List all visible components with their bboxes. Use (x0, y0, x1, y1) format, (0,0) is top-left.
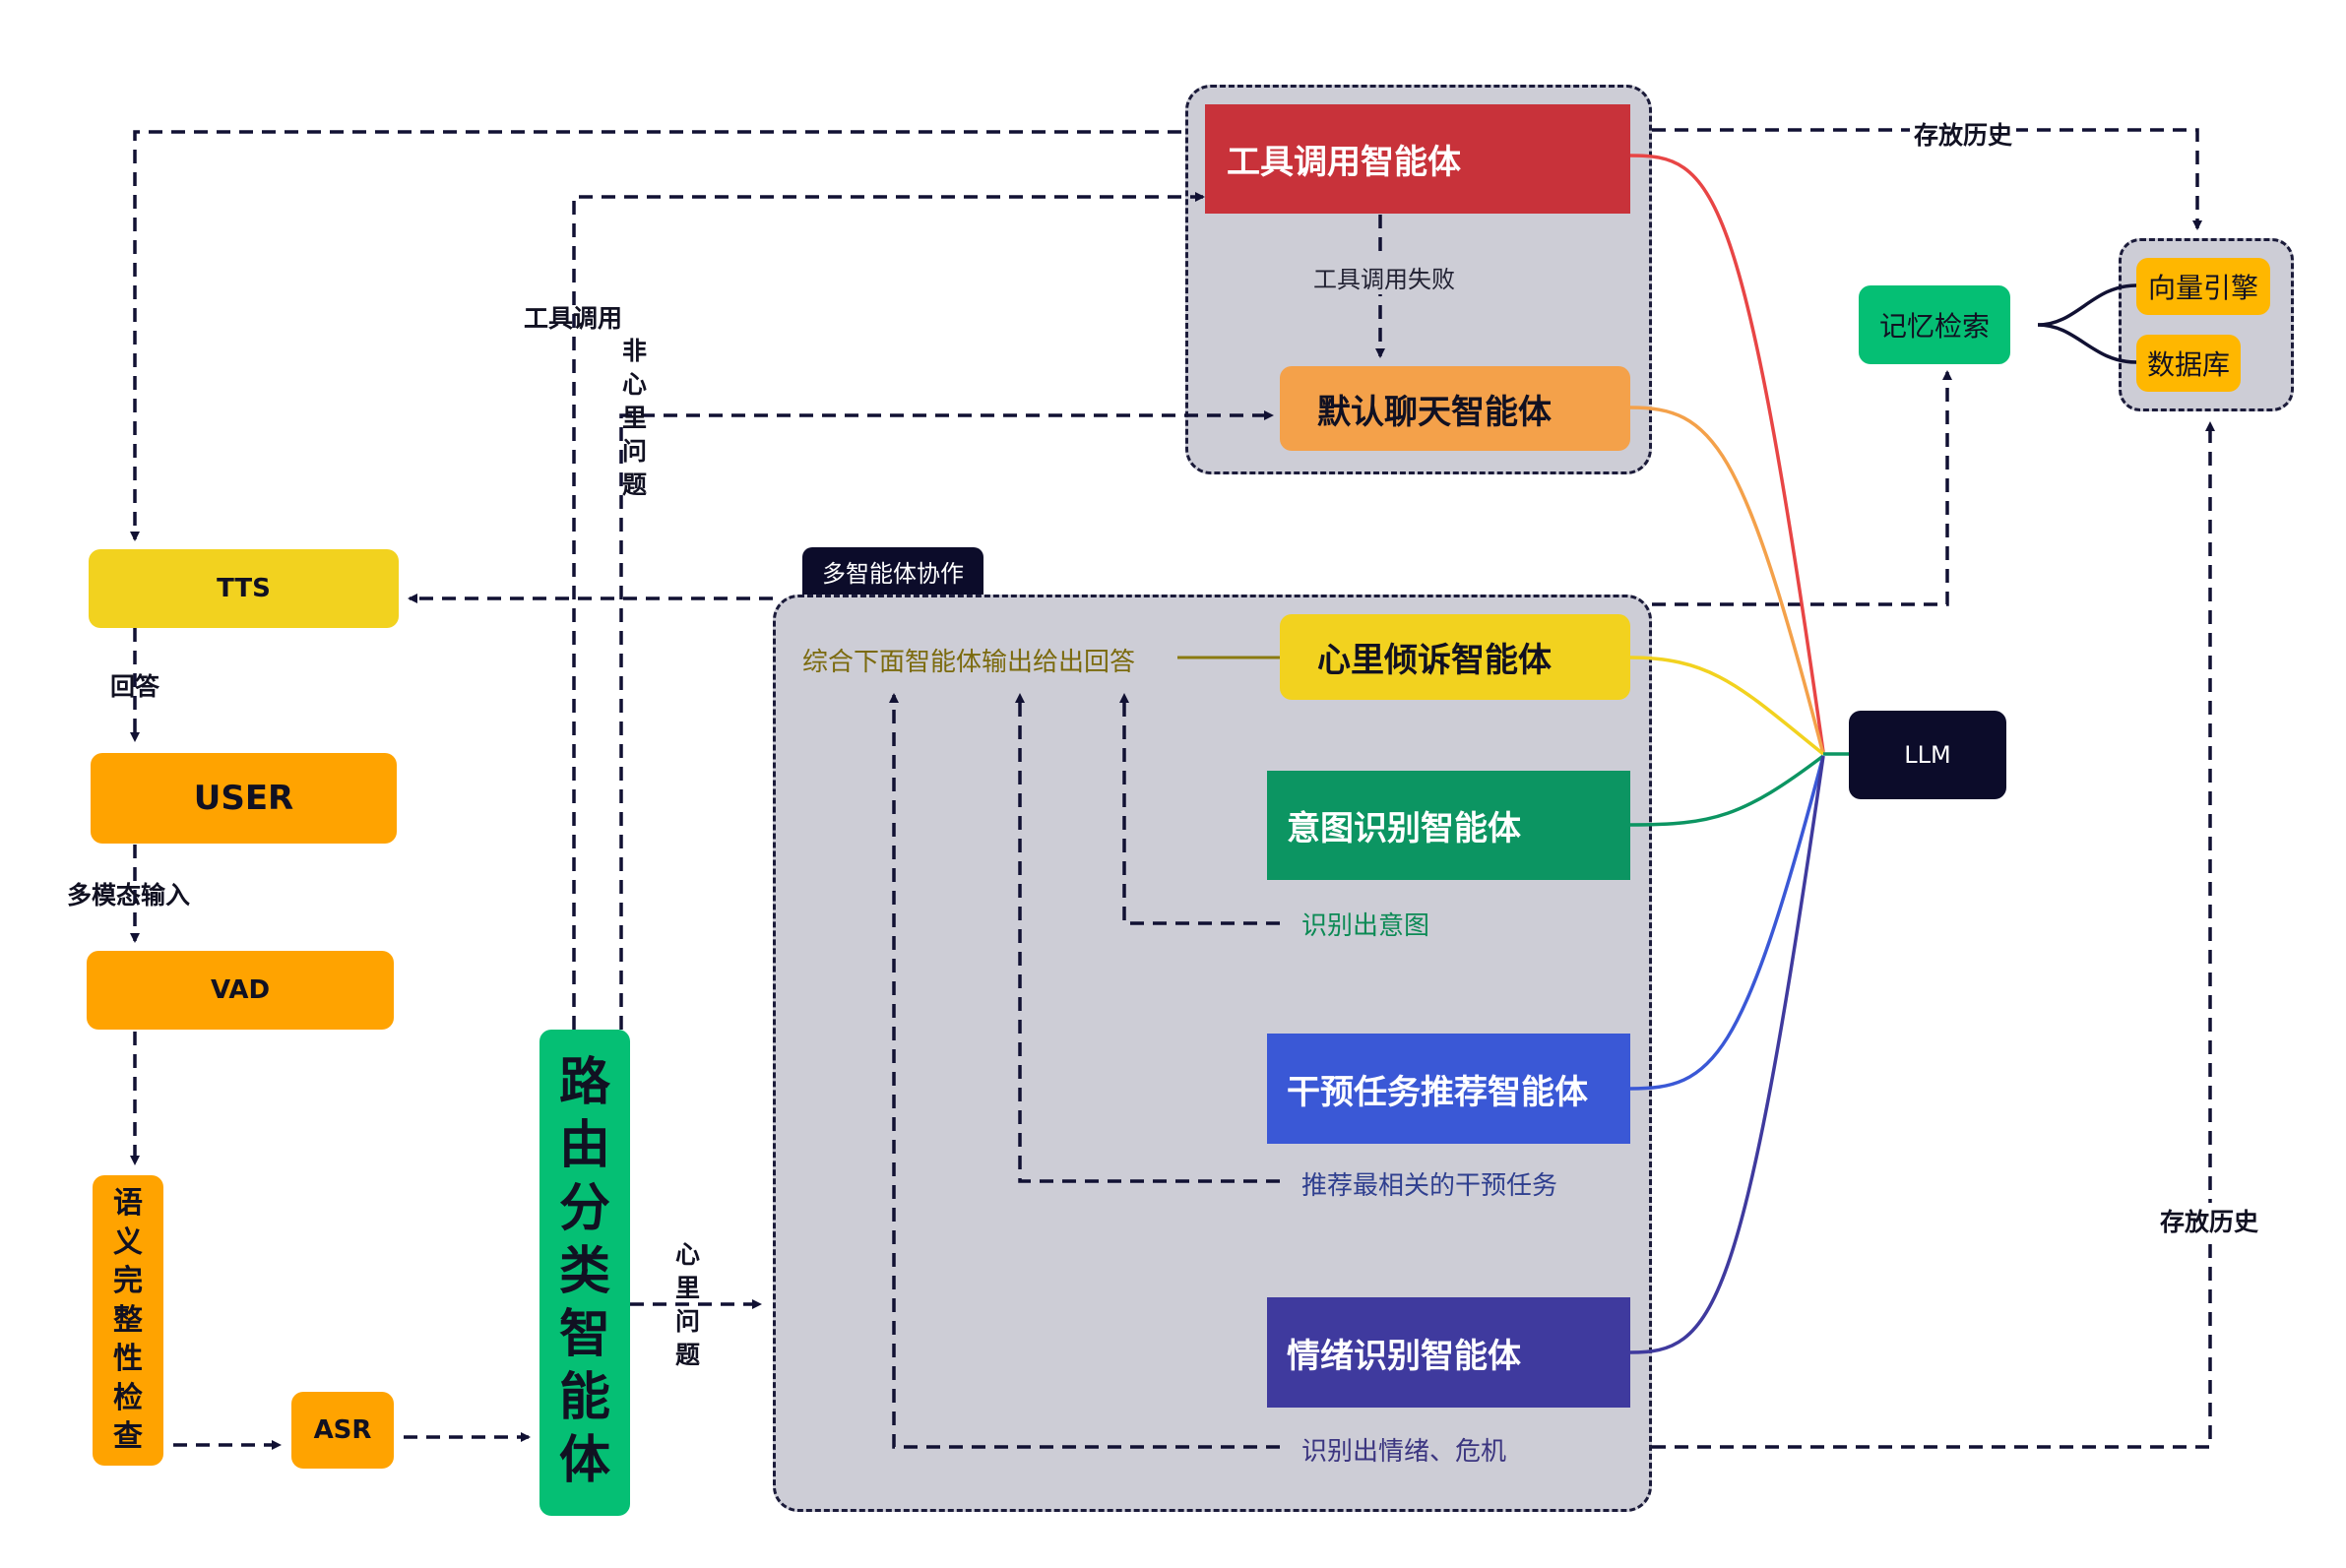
recommend-intervention-label: 推荐最相关的干预任务 (1301, 1171, 1558, 1201)
edge-tool-to-tts (130, 130, 1181, 541)
synthesize-answer-label: 综合下面智能体输出给出回答 (802, 648, 1136, 677)
mental-issue-char: 里 (675, 1274, 701, 1302)
emotion-agent-node: 情绪识别智能体 (1267, 1297, 1630, 1408)
edge-router-to-tool (572, 192, 1205, 1030)
router-char: 类 (558, 1242, 610, 1302)
asr-node: ASR (291, 1392, 394, 1469)
multi-agent-group-tab: 多智能体协作 (802, 547, 983, 595)
router-char: 能 (558, 1367, 610, 1427)
llm-curve-intent (1629, 754, 1825, 827)
semantic-check-char: 检 (113, 1380, 143, 1415)
identify-emotion-label: 识别出情绪、危机 (1301, 1437, 1507, 1467)
semantic-check-char: 查 (113, 1419, 143, 1455)
vad-node: VAD (87, 951, 394, 1030)
multimodal-input-label: 多模态输入 (67, 881, 191, 909)
memory-to-db-curve (2037, 323, 2137, 364)
identify-intent-label: 识别出意图 (1301, 911, 1430, 941)
llm-curve-intervention (1629, 755, 1825, 1091)
semantic-check-char: 完 (113, 1264, 143, 1299)
semantic-check-char: 性 (113, 1342, 143, 1377)
mental-issue-label: 心里问题 (675, 1238, 700, 1372)
router-label: 路由分类智能体 (559, 1052, 610, 1493)
non-mental-issue-char: 题 (622, 470, 648, 499)
confide-agent-node: 心里倾诉智能体 (1280, 614, 1630, 700)
edge-store-history-top (1652, 128, 2202, 230)
router-char: 由 (558, 1116, 610, 1176)
non-mental-issue-char: 里 (622, 404, 648, 432)
edge-multi-to-memory (1652, 370, 1952, 606)
llm-curve-tool (1629, 154, 1825, 753)
vector-engine-node: 向量引擎 (2136, 258, 2270, 315)
tts-node: TTS (89, 549, 399, 628)
user-node: USER (91, 753, 397, 844)
edge-router-to-default-chat (619, 410, 1274, 1030)
tool-agent-node: 工具调用智能体 (1205, 104, 1630, 214)
database-node: 数据库 (2136, 335, 2241, 392)
non-mental-issue-char: 问 (622, 437, 648, 466)
non-mental-issue-char: 非 (622, 337, 648, 365)
llm-curve-confide (1629, 656, 1825, 756)
edge-store-history-right (1652, 421, 2215, 1449)
intent-agent-node: 意图识别智能体 (1267, 771, 1630, 880)
semantic-check-char: 义 (113, 1224, 143, 1260)
intervention-agent-node: 干预任务推荐智能体 (1267, 1034, 1630, 1144)
default-chat-agent-node: 默认聊天智能体 (1280, 366, 1630, 451)
store-history-top-label: 存放历史 (1910, 116, 2017, 152)
llm-curve-default-chat (1629, 406, 1825, 755)
tool-call-label: 工具调用 (524, 304, 623, 333)
store-history-right-label: 存放历史 (2156, 1203, 2263, 1238)
router-node: 路由分类智能体 (539, 1030, 630, 1516)
tool-call-failed-label: 工具调用失败 (1309, 260, 1459, 294)
memory-retrieval-node: 记忆检索 (1859, 285, 2010, 364)
semantic-check-char: 整 (113, 1302, 143, 1338)
semantic-check-char: 语 (113, 1185, 143, 1221)
edge-intent-feedback (1119, 693, 1280, 925)
edge-emotion-feedback (889, 693, 1280, 1449)
memory-to-vector-curve (2037, 283, 2137, 327)
router-char: 路 (558, 1053, 610, 1113)
edge-intervention-feedback (1015, 693, 1280, 1183)
router-char: 分 (558, 1179, 610, 1239)
mental-issue-char: 题 (675, 1341, 701, 1369)
semantic-check-node: 语义完整性检查 (93, 1175, 163, 1466)
semantic-check-label: 语义完整性检查 (113, 1184, 143, 1457)
mental-issue-char: 问 (675, 1307, 701, 1336)
mental-issue-char: 心 (675, 1240, 701, 1269)
non-mental-issue-char: 心 (622, 370, 648, 399)
router-char: 智 (558, 1304, 610, 1364)
answer-label: 回答 (110, 672, 160, 701)
router-char: 体 (558, 1430, 610, 1490)
llm-node: LLM (1849, 711, 2006, 799)
llm-curve-emotion (1629, 755, 1825, 1354)
non-mental-issue-label: 非心里问题 (622, 335, 647, 502)
